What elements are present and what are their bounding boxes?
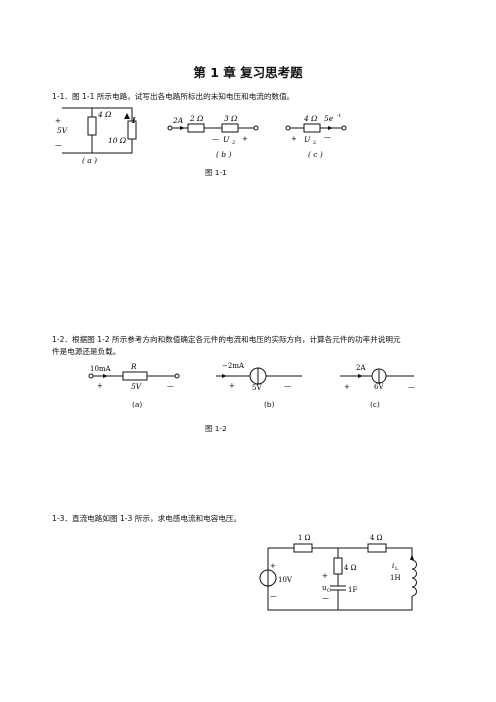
resistor-label: 4 Ω (344, 564, 357, 572)
question-1-3: 1-3．直流电路如图 1-3 所示，求电感电流和电容电压。 (52, 514, 242, 523)
resistor-label: 10 Ω (108, 136, 126, 145)
figure-label: (c) (370, 400, 380, 409)
source-voltage: 5V (57, 126, 69, 135)
plus-sign: + (97, 382, 103, 390)
element-label: R (130, 362, 137, 371)
current-exponent: -t (337, 113, 341, 119)
plus-sign: + (229, 382, 235, 390)
voltage-label: 5V (131, 382, 143, 391)
circuit-1-1c: 4 Ω 5e -t + U 2 — ( c ) (285, 113, 347, 159)
figure-caption: 图 1-1 (205, 168, 227, 177)
circuit-1-2c: 2A + 6V — (340, 364, 415, 391)
current-label: 5e (324, 114, 334, 123)
inductor-current-subscript: L (395, 566, 399, 572)
question-text-line: 件是电源还是负载。 (52, 347, 121, 356)
source-voltage: 10V (278, 576, 293, 584)
plus-sign: + (55, 117, 61, 125)
figure-label: (b) (264, 400, 275, 409)
voltage-label: U (223, 135, 230, 144)
figure-label: ( b ) (216, 150, 231, 159)
circuit-1-2b: −2mA + 5V — (216, 362, 302, 392)
minus-sign: — (167, 382, 174, 390)
resistor-label: 4 Ω (370, 534, 383, 542)
resistor-label: 1 Ω (298, 534, 311, 542)
current-label: −2mA (222, 362, 245, 370)
question-1-1: 1-1．图 1-1 所示电路，试写出各电路所标出的未知电压和电流的数值。 (52, 92, 295, 101)
capacitor-voltage-label: u (322, 584, 327, 592)
voltage-label: 5V (252, 384, 262, 392)
minus-sign: — (55, 141, 62, 149)
plus-sign: + (242, 135, 248, 143)
voltage-label: U (304, 135, 311, 144)
figure-caption: 图 1-2 (205, 424, 227, 433)
minus-sign: — (270, 592, 277, 600)
current-label: 2A (172, 116, 184, 125)
minus-sign: — (212, 135, 219, 143)
minus-sign: — (408, 383, 415, 391)
minus-sign: — (284, 382, 291, 390)
question-text-line: 1-2．根据图 1-2 所示参考方向和数值确定各元件的电流和电压的实际方向，计算… (52, 335, 401, 344)
circuit-1-2a: 10mA R + 5V — (88, 362, 180, 391)
voltage-label: 6V (374, 383, 384, 391)
figure-label: ( c ) (308, 150, 323, 159)
inductor-current-label: i (392, 562, 394, 570)
plus-sign: + (291, 135, 297, 143)
question-1-2: 1-2．根据图 1-2 所示参考方向和数值确定各元件的电流和电压的实际方向，计算… (52, 334, 462, 358)
circuit-1-3: 1 Ω 4 Ω 4 Ω + 10V — + u C — 1F i L 1H (259, 534, 417, 611)
resistor-label: 4 Ω (303, 114, 317, 123)
minus-sign: — (324, 133, 331, 141)
resistor-label: 3 Ω (224, 114, 237, 123)
circuit-1-1b: 2A 2 Ω 3 Ω — U 2 + ( b ) (167, 114, 259, 159)
inductor-label: 1H (390, 574, 401, 582)
current-label: 10mA (90, 365, 112, 373)
minus-sign: — (322, 594, 329, 602)
voltage-subscript: 2 (232, 140, 235, 146)
plus-sign: + (344, 383, 350, 391)
resistor-label: 4 Ω (97, 110, 111, 119)
figure-label: ( a ) (82, 156, 97, 165)
circuit-1-1a: + 5V — 4 Ω I 10 Ω ( a ) (55, 107, 137, 165)
figure-label: (a) (132, 400, 143, 409)
current-label: I (131, 116, 136, 125)
resistor-label: 2 Ω (189, 114, 203, 123)
plus-sign: + (270, 562, 276, 570)
current-label: 2A (356, 364, 366, 372)
capacitor-voltage-subscript: C (327, 588, 331, 594)
capacitor-label: 1F (348, 586, 357, 594)
page-title: 第 1 章 复习思考题 (193, 65, 303, 80)
plus-sign: + (322, 572, 328, 580)
voltage-subscript: 2 (313, 140, 316, 146)
